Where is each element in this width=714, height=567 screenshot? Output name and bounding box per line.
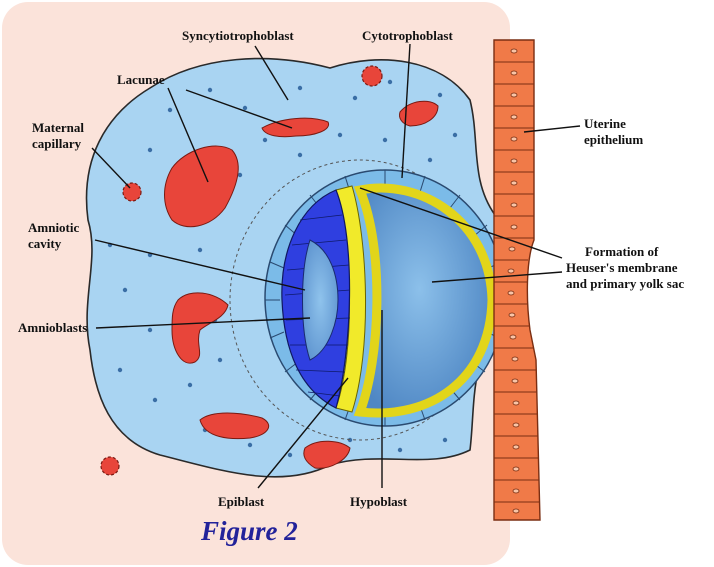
uterine-epithelium	[494, 40, 540, 520]
label-hypoblast: Hypoblast	[350, 494, 408, 509]
label-lacunae: Lacunae	[117, 72, 165, 87]
label-maternal-capillary-line2: capillary	[32, 136, 82, 151]
label-uterine-epithelium-line2: epithelium	[584, 132, 643, 147]
label-maternal-capillary-line1: Maternal	[32, 120, 84, 135]
label-formation-line2: Heuser's membrane	[566, 260, 678, 275]
label-syncytiotrophoblast: Syncytiotrophoblast	[182, 28, 294, 43]
figure-caption: Figure 2	[201, 516, 298, 547]
label-uterine-epithelium-line1: Uterine	[584, 116, 626, 131]
label-formation-line1: Formation of	[585, 244, 659, 259]
label-amniotic-cavity-line2: cavity	[28, 236, 62, 251]
label-epiblast: Epiblast	[218, 494, 265, 509]
label-cytotrophoblast: Cytotrophoblast	[362, 28, 453, 43]
label-formation-line3: and primary yolk sac	[566, 276, 684, 291]
label-amniotic-cavity-line1: Amniotic	[28, 220, 80, 235]
label-amnioblasts: Amnioblasts	[18, 320, 87, 335]
